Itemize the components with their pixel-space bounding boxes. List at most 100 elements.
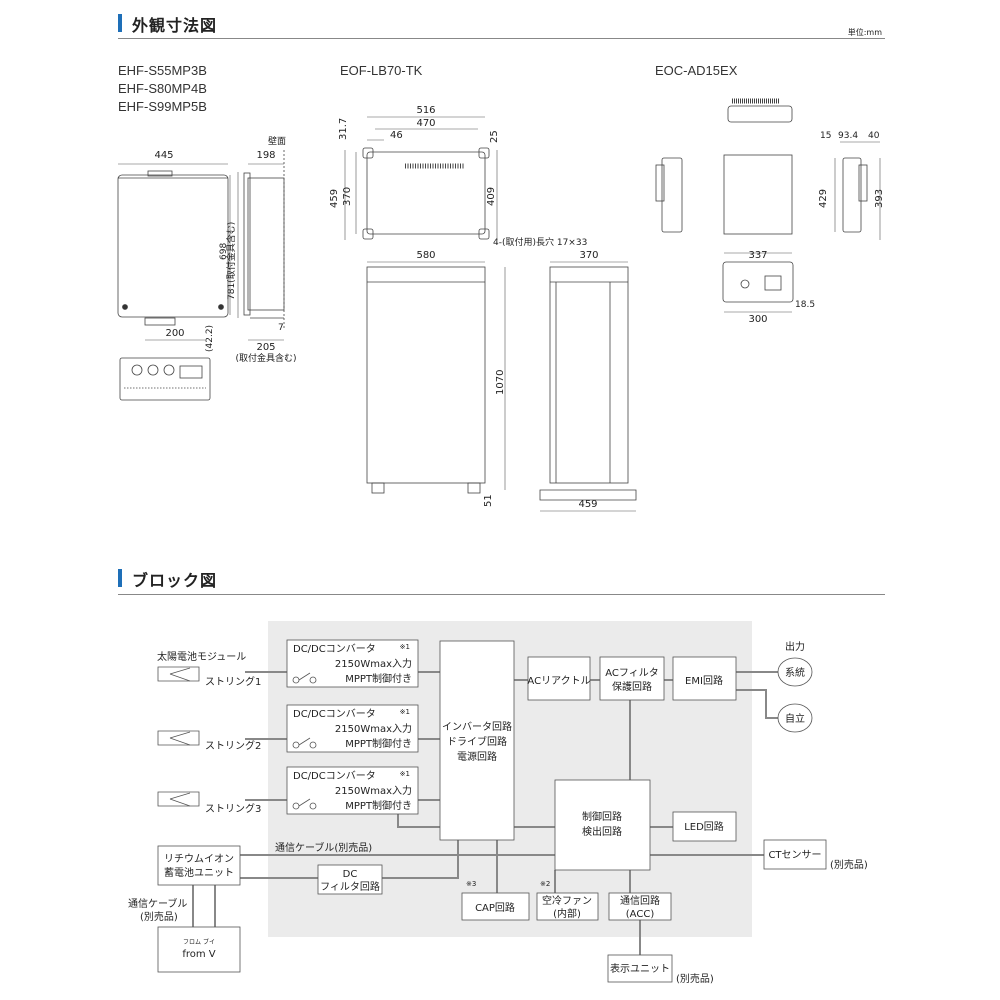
battery-model-name: EOF-LB70-TK [340,63,423,78]
standalone-label: 自立 [785,712,805,725]
block-diagram: 太陽電池モジュール ストリング1 ストリング2 ストリング3 DC/DCコンバー… [128,621,868,985]
inverter-label: ドライブ回路 [447,735,507,748]
pcs-model-list: EHF-S55MP3B EHF-S80MP4B EHF-S99MP5B [118,62,207,116]
dim-battery-370v: 370 [342,187,353,206]
dc-filter-label: DC [343,869,358,880]
dcdc-title: DC/DCコンバータ [293,643,376,655]
battery-front-view [366,266,486,484]
dim-pcs-205: 205 [256,342,275,353]
dim-pcs-bottom: 200 [165,328,184,339]
dim-battery-516: 516 [416,105,435,116]
battery-unit-label: 蓄電池ユニット [164,866,234,879]
adapter-bottom-view [722,261,794,303]
dcdc-input: 2150Wmax入力 [335,722,412,735]
from-v-ruby: フロム ブイ [183,938,215,946]
model-name: EHF-S80MP4B [118,81,207,96]
adapter-model-name: EOC-AD15EX [655,63,738,78]
wall-label: 壁面 [268,135,286,147]
dim-battery-459b: 459 [578,499,597,510]
display-note: (別売品) [676,972,714,985]
note-1: ※1 [400,643,410,651]
dim-adapter-300: 300 [748,314,767,325]
ac-reactor-label: ACリアクトル [527,675,590,687]
dim-battery-409: 409 [486,187,497,206]
note-1: ※1 [400,708,410,716]
dim-adapter-429: 429 [818,189,829,208]
dim-adapter-393: 393 [874,189,885,208]
battery-unit-label: リチウムイオン [164,853,234,865]
from-v-label: from V [182,949,215,960]
section-rule [118,38,885,39]
note-2: ※2 [540,880,550,888]
comm-cable-label: 通信ケーブル(別売品) [275,841,372,854]
comm-cable2-label: (別売品) [140,910,178,923]
dim-battery-459: 459 [329,189,340,208]
adapter-right-view [842,157,862,233]
dim-battery-1070: 1070 [495,370,506,395]
ac-filter-label: 保護回路 [612,680,652,693]
dim-battery-51: 51 [483,494,494,507]
dim-adapter-934: 93.4 [838,131,858,141]
adapter-top-view [727,105,793,123]
string-label: ストリング1 [205,675,261,688]
adapter-left-view [661,157,683,233]
dim-pcs-width: 445 [154,150,173,161]
dim-adapter-185: 18.5 [795,300,815,310]
heading-accent-bar [118,569,122,587]
dc-filter-label: フィルタ回路 [320,880,380,893]
dcdc-title: DC/DCコンバータ [293,770,376,782]
dim-battery-317: 31.7 [338,118,349,140]
emi-label: EMI回路 [685,674,723,687]
string-label: ストリング2 [205,739,261,752]
inverter-label: インバータ回路 [442,720,512,733]
fan-label: 空冷ファン [542,894,592,907]
dcdc-input: 2150Wmax入力 [335,657,412,670]
dim-battery-25: 25 [489,130,500,143]
string-label: ストリング3 [205,802,261,815]
section-rule [118,594,885,595]
output-label: 出力 [785,640,805,653]
dcdc-mppt: MPPT制御付き [345,672,412,685]
dim-pcs-h1: 698 [219,243,229,260]
heading-accent-bar [118,14,122,32]
pcs-bottom-view [119,357,211,401]
dim-pcs-205-note: (取付金具含む) [235,352,296,364]
battery-side-view [549,266,629,484]
display-unit-label: 表示ユニット [610,962,670,975]
ac-filter-label: ACフィルタ [605,667,658,679]
grid-label: 系統 [785,666,805,679]
ct-sensor-label: CTセンサー [768,849,821,861]
dcdc-title: DC/DCコンバータ [293,708,376,720]
pcs-side-view [247,177,285,311]
pcs-front-view [117,174,229,318]
dim-battery-46: 46 [390,130,403,141]
ct-note: (別売品) [830,858,868,871]
comm-circuit-label: (ACC) [626,909,655,920]
dim-pcs-42: (42.2) [205,325,215,352]
dim-adapter-40: 40 [868,131,880,141]
battery-top-view [366,151,486,235]
unit-label: 単位:mm [847,28,882,37]
dim-adapter-337: 337 [748,250,767,261]
dim-battery-580: 580 [416,250,435,261]
fan-label: (内部) [553,907,581,920]
solar-module-label: 太陽電池モジュール [157,650,246,663]
dim-adapter-15: 15 [820,131,831,141]
comm-circuit-label: 通信回路 [620,894,660,907]
note-1: ※1 [400,770,410,778]
dim-pcs-depth: 198 [256,150,275,161]
dimension-drawings: 445 198 壁面 698 781(取付金具含む) 200 (42.2) 7 … [117,98,885,512]
inverter-label: 電源回路 [457,750,497,763]
dim-battery-hole: 4-(取付用)長穴 17×33 [493,236,587,248]
model-name: EHF-S99MP5B [118,99,207,114]
cap-label: CAP回路 [475,901,515,914]
control-label: 検出回路 [582,825,622,838]
note-3: ※3 [466,880,476,888]
dcdc-mppt: MPPT制御付き [345,737,412,750]
dim-battery-370: 370 [579,250,598,261]
control-label: 制御回路 [582,810,622,823]
dcdc-mppt: MPPT制御付き [345,799,412,812]
section-title: ブロック図 [132,571,218,590]
dim-battery-470: 470 [416,118,435,129]
led-label: LED回路 [684,820,724,833]
